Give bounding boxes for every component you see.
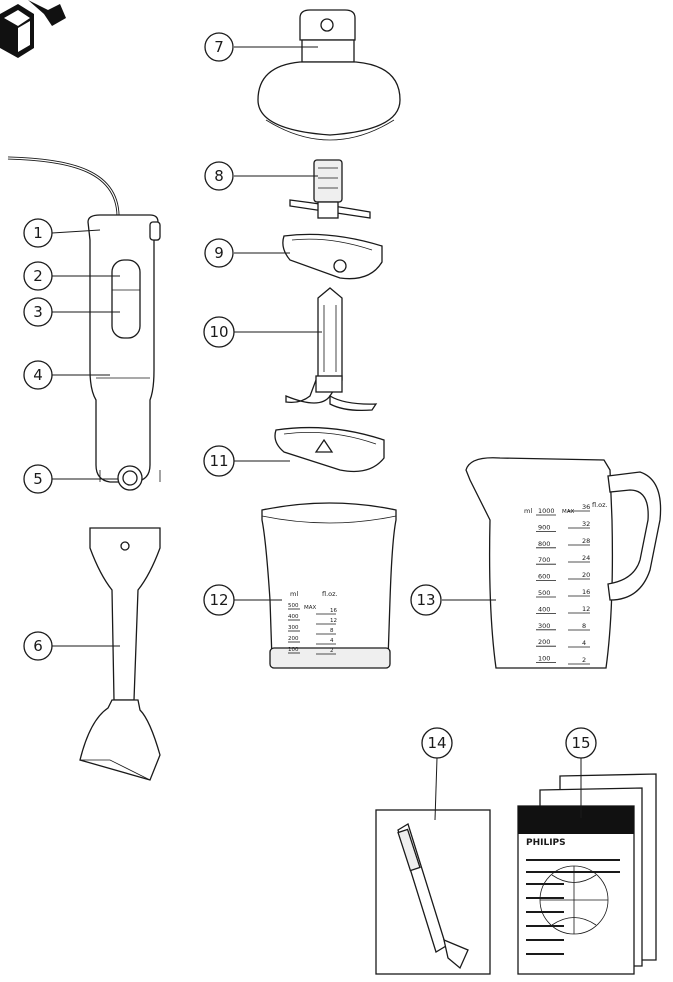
beaker-ml-label: 300	[288, 625, 299, 631]
jug-max-label: MAX	[562, 509, 575, 515]
jug-floz-label: 2	[582, 656, 586, 664]
beaker-max-label: MAX	[304, 605, 317, 611]
beaker-floz-label: 2	[330, 648, 334, 654]
svg-text:1: 1	[33, 224, 43, 242]
whisk-blade	[286, 288, 376, 410]
jug-ml-label: 800	[538, 540, 550, 548]
motor-unit	[88, 215, 160, 490]
callout-5: 5	[24, 465, 52, 493]
jug-floz-label: 36	[582, 503, 590, 511]
svg-text:7: 7	[214, 38, 224, 56]
svg-text:11: 11	[209, 452, 228, 470]
svg-text:6: 6	[33, 637, 43, 655]
callout-3: 3	[24, 298, 52, 326]
blender-bar	[80, 528, 160, 780]
box-unpack-icon	[0, 0, 66, 58]
callout-8: 8	[205, 162, 233, 190]
svg-text:8: 8	[214, 167, 224, 185]
beaker-floz-label: 16	[330, 608, 337, 614]
jug-floz-unit: fl.oz.	[592, 501, 608, 509]
svg-text:4: 4	[33, 366, 43, 384]
callout-7: 7	[205, 33, 233, 61]
jug-floz-label: 20	[582, 571, 590, 579]
callout-9: 9	[205, 239, 233, 267]
callout-14: 14	[422, 728, 452, 758]
power-cord	[8, 158, 118, 220]
callout-11: 11	[204, 446, 234, 476]
measuring-jug: ml MAX fl.oz. 1000 900 800 700 600 500 400 300 2…	[466, 458, 661, 668]
beaker-floz-label: 8	[330, 628, 334, 634]
chopper-lid	[258, 10, 400, 140]
jug-ml-label: 100	[538, 655, 550, 663]
svg-text:9: 9	[214, 244, 224, 262]
beaker-ml-unit: ml	[290, 590, 298, 598]
svg-text:3: 3	[33, 303, 43, 321]
callout-2: 2	[24, 262, 52, 290]
jug-floz-label: 4	[582, 639, 586, 647]
jug-ml-label: 300	[538, 622, 550, 630]
chopper-insert-bottom	[275, 428, 384, 472]
callout-15: 15	[566, 728, 596, 758]
callout-6: 6	[24, 632, 52, 660]
jug-ml-label: 400	[538, 605, 550, 613]
jug-floz-label: 12	[582, 605, 590, 613]
beaker: ml fl.oz. MAX 500 400 300 200 100 16 12 8 4 2	[262, 503, 396, 668]
beaker-ml-label: 200	[288, 636, 299, 642]
jug-ml-label: 600	[538, 573, 550, 581]
jug-ml-label: 900	[538, 523, 550, 531]
beaker-floz-label: 12	[330, 618, 337, 624]
svg-text:2: 2	[33, 267, 43, 285]
jug-ml-label: 500	[538, 589, 550, 597]
jug-floz-label: 24	[582, 554, 590, 562]
jug-floz-label: 8	[582, 622, 586, 630]
svg-text:14: 14	[427, 734, 446, 752]
svg-text:13: 13	[416, 591, 435, 609]
jug-ml-unit: ml	[524, 507, 532, 515]
svg-text:10: 10	[209, 323, 228, 341]
jug-ml-label: 200	[538, 638, 550, 646]
jug-floz-label: 28	[582, 537, 590, 545]
callout-10: 10	[204, 317, 234, 347]
jug-floz-label: 32	[582, 520, 590, 528]
quick-start-guide	[376, 810, 490, 974]
callout-12: 12	[204, 585, 234, 615]
callout-1: 1	[24, 219, 52, 247]
callout-4: 4	[24, 361, 52, 389]
svg-text:5: 5	[33, 470, 43, 488]
beaker-ml-label: 400	[288, 614, 299, 620]
beaker-ml-label: 100	[288, 647, 299, 653]
chopper-blade	[290, 160, 370, 218]
beaker-floz-label: 4	[330, 638, 334, 644]
svg-text:15: 15	[571, 734, 590, 752]
svg-text:12: 12	[209, 591, 228, 609]
callout-13: 13	[411, 585, 441, 615]
manual-brand-logo: PHILIPS	[526, 838, 566, 848]
user-manuals: PHILIPS	[518, 774, 656, 974]
beaker-floz-unit: fl.oz.	[322, 590, 338, 598]
chopper-insert-top	[283, 234, 382, 278]
jug-floz-label: 16	[582, 588, 590, 596]
jug-ml-label: 700	[538, 556, 550, 564]
beaker-ml-label: 500	[288, 603, 299, 609]
jug-ml-label: 1000	[538, 507, 555, 515]
